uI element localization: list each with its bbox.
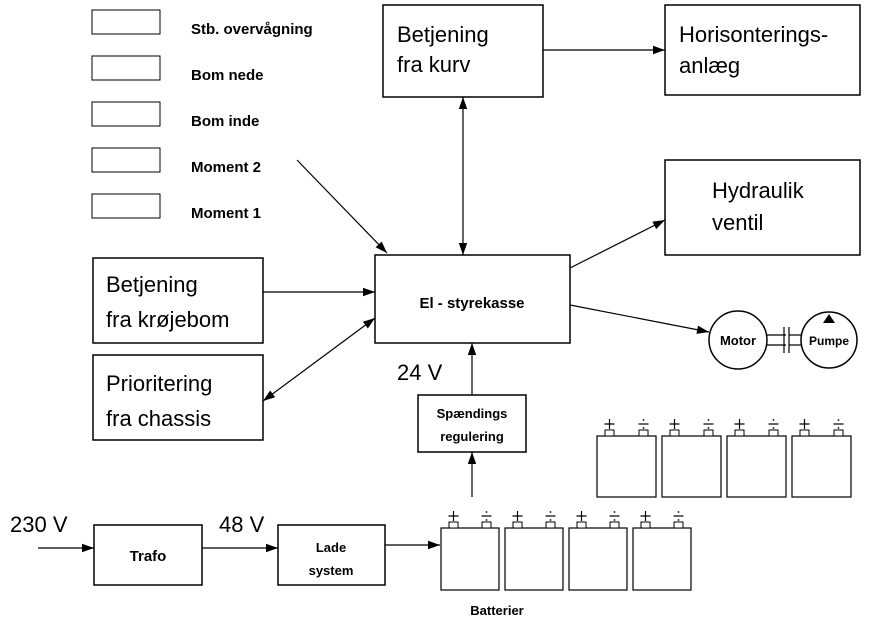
node-el-styrekasse: El - styrekasse: [374, 254, 571, 344]
motor-pumpe: Motor Pumpe: [708, 310, 858, 370]
legend-label-stb: Stb. overvågning: [191, 21, 313, 38]
horisontering-line2: anlæg: [679, 53, 740, 78]
node-trafo: Trafo: [93, 524, 203, 586]
legend-label-moment-2: Moment 2: [191, 159, 261, 176]
betjening-krojebom-line1: Betjening: [106, 272, 198, 297]
el-styrekasse-label: El - styrekasse: [419, 295, 524, 312]
betjening-krojebom-line2: fra krøjebom: [106, 307, 229, 332]
node-betjening-krojebom: Betjening fra krøjebom: [92, 257, 264, 344]
label-batterier: Batterier: [470, 603, 523, 618]
battery-cell: [661, 419, 722, 498]
legend-label-bom-inde: Bom inde: [191, 113, 259, 130]
node-hydraulik: Hydraulik ventil: [664, 159, 861, 256]
battery-bank: [440, 419, 852, 591]
hydraulik-line2: ventil: [712, 210, 763, 235]
legend-label-bom-nede: Bom nede: [191, 67, 264, 84]
prioritering-line1: Prioritering: [106, 371, 212, 396]
node-spaendings: Spændings regulering: [417, 394, 527, 453]
plus-terminal-icon: [604, 419, 615, 429]
pumpe-circle: [800, 311, 858, 369]
betjening-kurv-line1: Betjening: [397, 22, 489, 47]
motor-circle: [708, 310, 768, 370]
legend-label-moment-1: Moment 1: [191, 205, 261, 222]
plus-terminal-icon: [799, 419, 810, 429]
spaendings-line2: regulering: [440, 429, 504, 444]
arrow-el-hydraulik: [569, 219, 666, 269]
plus-terminal-icon: [640, 511, 651, 521]
lade-line1: Lade: [316, 540, 346, 555]
pumpe-label: Pumpe: [809, 334, 849, 348]
plus-terminal-icon: [734, 419, 745, 429]
label-24v: 24 V: [397, 360, 443, 385]
legend-box-moment-1: [91, 193, 161, 219]
legend-box-stb: [91, 9, 161, 35]
arrow-el-motor: [569, 304, 710, 334]
trafo-label: Trafo: [130, 548, 167, 565]
node-betjening-kurv: Betjening fra kurv: [382, 4, 544, 98]
legend-box-moment-2: [91, 147, 161, 173]
label-230v: 230 V: [10, 512, 68, 537]
battery-cell: [632, 511, 692, 591]
betjening-kurv-line2: fra kurv: [397, 52, 470, 77]
battery-cell: [596, 419, 657, 498]
pump-direction-icon: [823, 314, 835, 323]
connections: [38, 45, 710, 553]
plus-terminal-icon: [512, 511, 523, 521]
prioritering-line2: fra chassis: [106, 406, 211, 431]
horisontering-line1: Horisonterings-: [679, 22, 828, 47]
battery-cell: [726, 419, 787, 498]
arrow-prioritering-el: [262, 317, 376, 402]
battery-cell: [791, 419, 852, 498]
battery-cell: [568, 511, 628, 591]
battery-cell: [440, 511, 500, 591]
plus-terminal-icon: [576, 511, 587, 521]
legend-box-bom-nede: [91, 55, 161, 81]
arrow-moment2-el: [296, 159, 388, 254]
lade-line2: system: [309, 563, 354, 578]
hydraulik-line1: Hydraulik: [712, 178, 805, 203]
legend: Stb. overvågning Bom nede Bom inde Momen…: [91, 9, 313, 222]
legend-box-bom-inde: [91, 101, 161, 127]
node-lade: Lade system: [277, 524, 386, 586]
battery-cell: [504, 511, 564, 591]
plus-terminal-icon: [448, 511, 459, 521]
plus-terminal-icon: [669, 419, 680, 429]
spaendings-line1: Spændings: [437, 406, 508, 421]
node-prioritering: Prioritering fra chassis: [92, 354, 264, 441]
label-48v: 48 V: [219, 512, 265, 537]
node-horisontering: Horisonterings- anlæg: [664, 4, 861, 96]
motor-label: Motor: [720, 333, 756, 348]
